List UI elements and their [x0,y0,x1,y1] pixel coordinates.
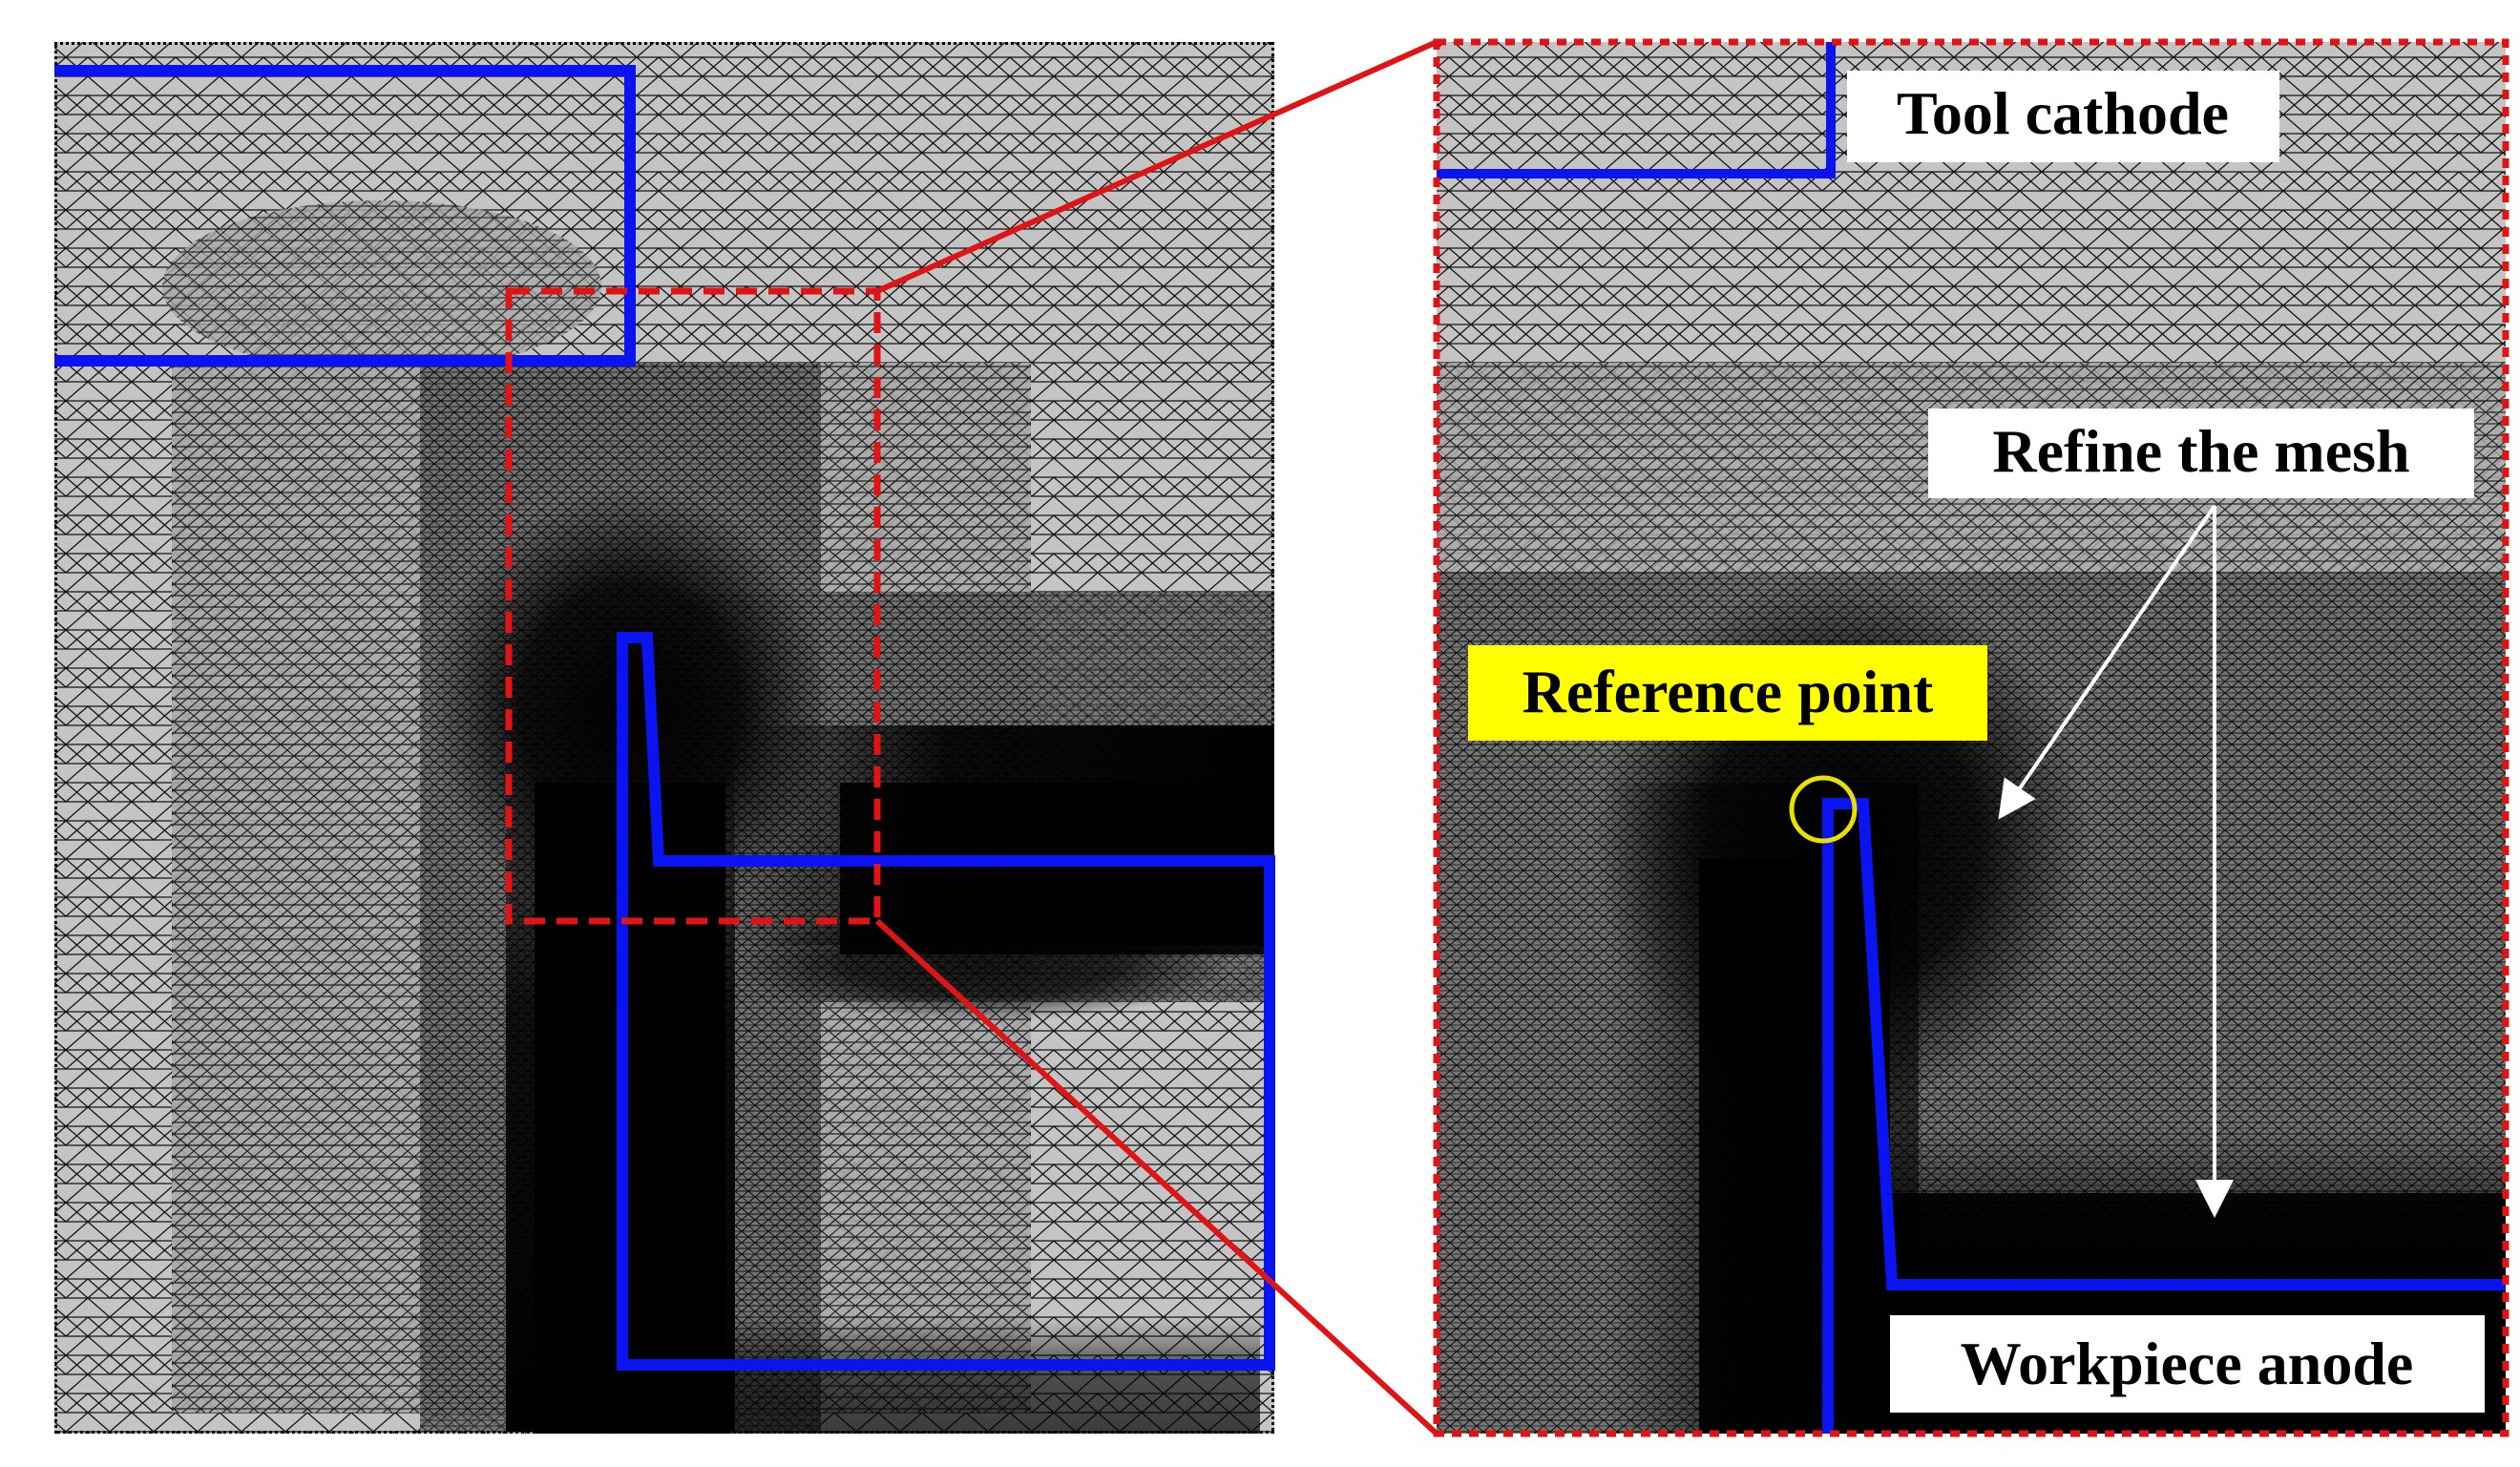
circle-marker-icon [1789,775,1858,844]
reference-point-label: Reference point [1468,645,1987,741]
workpiece-anode-outline [617,632,1275,1371]
full-domain-mesh-panel [54,42,1274,1434]
workpiece-anode-text: Workpiece anode [1961,1330,2414,1397]
refine-mesh-text: Refine the mesh [1992,417,2409,485]
reference-point-text: Reference point [1522,658,1934,725]
workpiece-anode-label: Workpiece anode [1890,1315,2485,1413]
tool-cathode-text: Tool cathode [1897,79,2229,147]
zoom-connector-top [875,39,1438,294]
arrow-icon [1998,504,2216,820]
zoomed-tool-cathode-outline [1437,42,1836,178]
zoomed-workpiece-anode-outline [1822,798,2506,1434]
tool-cathode-label: Tool cathode [1847,71,2279,162]
zoomed-panel-frame [1433,38,2510,1437]
refine-mesh-label: Refine the mesh [1928,409,2474,498]
tool-cathode-outline [54,65,636,367]
zoom-connector-bottom [874,918,1439,1436]
zoom-region-box [505,287,881,925]
